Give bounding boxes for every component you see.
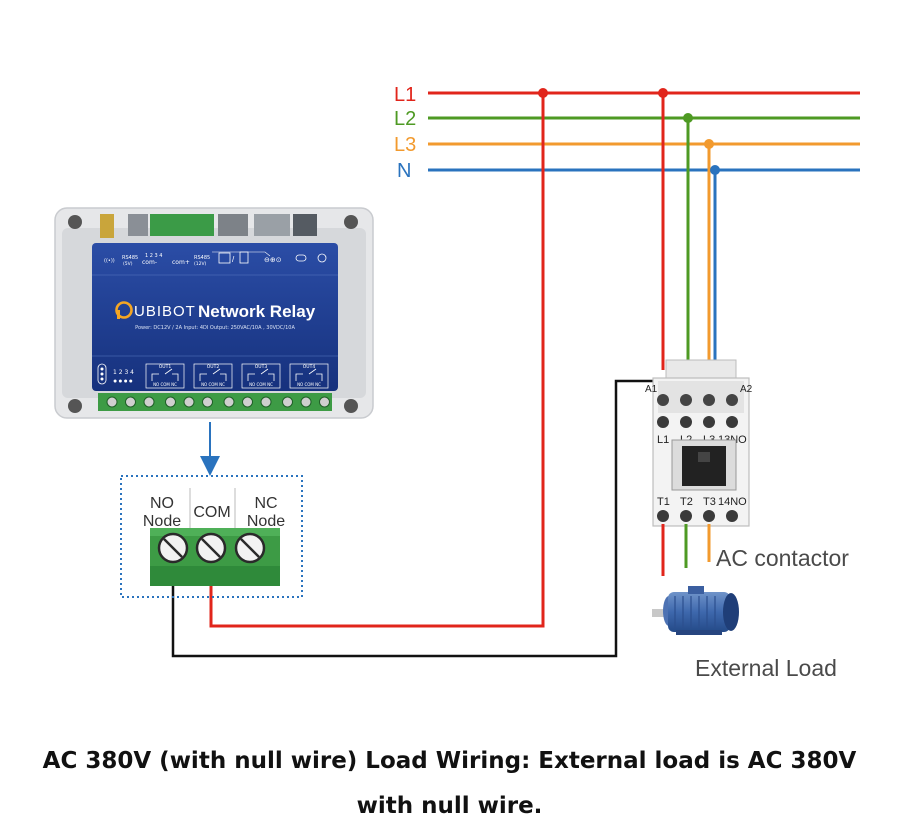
device-terminal-screw <box>202 396 213 408</box>
contactor-bottom-term-3: T3 <box>703 496 716 508</box>
rs485-12v-label: RS485 <box>194 255 210 261</box>
relay-terminal-detail: NO Node COM NC Node <box>120 475 303 598</box>
nc-label-line1: NC <box>254 495 277 512</box>
line-label-l3: L3 <box>394 134 416 156</box>
output-terms-3: NO COM NC <box>249 382 273 387</box>
com-minus-label: com- <box>142 259 157 266</box>
device-terminal-screw <box>183 396 195 408</box>
load-label: External Load <box>695 655 837 681</box>
caption-line2: with null wire. <box>356 793 543 819</box>
svg-text:●●●●: ●●●● <box>113 378 134 385</box>
motor-icon <box>652 586 739 635</box>
contactor-bottom-term-4: 14NO <box>718 496 747 508</box>
device-terminal-screw <box>125 396 136 408</box>
output-block-1: OUT1 NO COM NC <box>145 363 185 389</box>
svg-text:((•)): ((•)) <box>104 258 115 264</box>
coil-a1-label: A1 <box>645 384 658 395</box>
device-title: Network Relay <box>198 302 316 321</box>
device-terminal-screw <box>300 396 312 408</box>
output-terms-2: NO COM NC <box>201 382 225 387</box>
com-plus-label: com+ <box>172 259 190 266</box>
rs485-5v-sub: (5V) <box>123 261 133 267</box>
device-terminal-screw <box>242 396 253 408</box>
junction-l3 <box>704 139 714 149</box>
com-label: COM <box>193 504 230 521</box>
output-label-1: OUT1 <box>159 364 172 370</box>
device-brand: UBIBOT <box>134 303 196 320</box>
device-terminal-screw <box>319 396 330 408</box>
junction-l2 <box>683 113 693 123</box>
caption-line1: AC 380V (with null wire) Load Wiring: Ex… <box>42 748 857 774</box>
output-terms-1: NO COM NC <box>153 382 177 387</box>
output-label-2: OUT2 <box>207 364 220 370</box>
contactor-label: AC contactor <box>716 545 849 571</box>
terminal-screw-com <box>195 532 227 564</box>
device-terminal-screw <box>260 396 272 408</box>
device-terminal-screw <box>223 396 235 408</box>
no-wire <box>171 379 662 658</box>
line-label-l2: L2 <box>394 108 416 130</box>
nc-label-line2: Node <box>247 513 285 530</box>
line-label-n: N <box>397 160 411 182</box>
device-terminal-screw <box>282 396 293 408</box>
input-numbers: 1 2 3 4 <box>113 369 134 376</box>
output-block-4: OUT4 NO COM NC <box>289 363 329 389</box>
output-label-3: OUT3 <box>255 364 268 370</box>
output-block-2: OUT2 NO COM NC <box>193 363 233 389</box>
no-label-line2: Node <box>143 513 181 530</box>
line-label-l1: L1 <box>394 84 416 106</box>
power-jack-icon: ⊖⊕⊙ <box>264 257 282 264</box>
device-terminal-screw <box>165 396 176 408</box>
rs485-5v-label: RS485 <box>122 255 138 261</box>
output-block-3: OUT3 NO COM NC <box>241 363 281 389</box>
rs485-12v-sub: (12V) <box>194 261 207 267</box>
ubibot-logo-icon <box>115 301 133 319</box>
output-label-4: OUT4 <box>303 364 316 370</box>
dotted-box <box>120 475 303 598</box>
terminal-screw-nc <box>234 532 266 564</box>
di-numbers-label: 1 2 3 4 <box>145 253 163 259</box>
svg-text:/: / <box>232 255 235 264</box>
junction-n <box>710 165 720 175</box>
device-specs: Power: DC12V / 2A Input: 4DI Output: 250… <box>135 325 295 331</box>
contactor-top-term-1: L1 <box>657 434 669 446</box>
contactor-bottom-term-1: T1 <box>657 496 670 508</box>
usb-icon <box>295 254 307 262</box>
junction-com <box>538 88 548 98</box>
device-terminal-screw <box>143 396 155 408</box>
com-wire <box>209 93 545 628</box>
device-terminal-screw <box>106 396 118 408</box>
output-terms-4: NO COM NC <box>297 382 321 387</box>
coil-a2-label: A2 <box>740 384 753 395</box>
ethernet-icon <box>218 252 231 264</box>
settings-icon <box>317 253 327 263</box>
no-label-line1: NO <box>150 495 174 512</box>
network-relay-device: ((•)) RS485 (5V) com- 1 2 3 4 com+ RS485… <box>54 207 374 419</box>
terminal-screw-no <box>157 532 189 564</box>
junction-l1 <box>658 88 668 98</box>
contactor-bottom-term-2: T2 <box>680 496 693 508</box>
